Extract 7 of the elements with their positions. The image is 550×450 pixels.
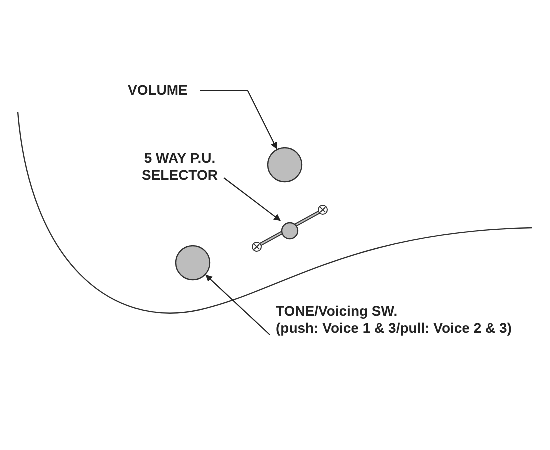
leader-line — [200, 90, 278, 150]
control-label: 5 WAY P.U. SELECTOR — [141, 150, 219, 184]
leader-line — [224, 178, 281, 222]
control-note: (push: Voice 1 & 3/pull: Voice 2 & 3) — [276, 320, 512, 337]
control-label: VOLUME — [128, 82, 188, 99]
control-label: TONE/Voicing SW. — [276, 303, 399, 320]
leader-line — [206, 274, 270, 336]
